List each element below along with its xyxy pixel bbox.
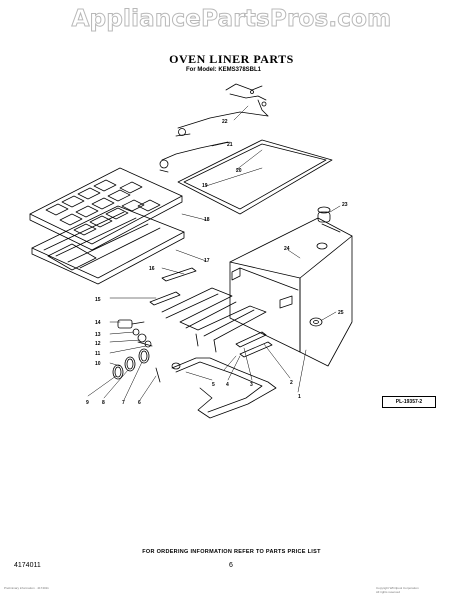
oven-cavity-part bbox=[229, 206, 353, 367]
callout-11: 11 bbox=[95, 351, 101, 357]
callout-2: 2 bbox=[290, 380, 293, 386]
callout-14: 14 bbox=[95, 320, 101, 326]
rack-slide-part bbox=[161, 267, 197, 282]
fine-print-right: Copyright Whirlpool Corporation bbox=[376, 586, 419, 590]
element-bracket-part bbox=[149, 291, 181, 306]
callout-21: 21 bbox=[227, 142, 233, 148]
callout-18: 18 bbox=[204, 217, 210, 223]
broil-shield-part bbox=[177, 139, 333, 215]
model-subtitle: For Model: KEMS378SBL1 bbox=[186, 67, 262, 73]
document-number: 4174011 bbox=[14, 562, 41, 569]
callout-23: 23 bbox=[342, 202, 348, 208]
ordering-info-note: FOR ORDERING INFORMATION REFER TO PARTS … bbox=[142, 549, 321, 555]
terminal-block-part bbox=[231, 267, 293, 358]
callout-7: 7 bbox=[122, 400, 125, 406]
grommet-rings-part bbox=[112, 348, 161, 383]
callout-10: 10 bbox=[95, 361, 101, 367]
upper-oven-rack-part bbox=[29, 167, 183, 251]
oven-sensor-part bbox=[175, 111, 269, 137]
callout-9: 9 bbox=[86, 400, 89, 406]
callout-4: 4 bbox=[226, 382, 229, 388]
bake-element-part bbox=[171, 357, 277, 419]
page-title: OVEN LINER PARTS bbox=[169, 52, 294, 66]
callout-22: 22 bbox=[222, 119, 228, 125]
valve-fitting-part bbox=[117, 319, 153, 348]
fine-print-left: Preliminary information · 4174011 bbox=[4, 586, 49, 590]
connector-clip-part bbox=[159, 141, 229, 173]
callout-6: 6 bbox=[138, 400, 141, 406]
callout-19: 19 bbox=[202, 183, 208, 189]
callout-15: 15 bbox=[95, 297, 101, 303]
callout-25: 25 bbox=[338, 310, 344, 316]
callout-12: 12 bbox=[95, 341, 101, 347]
callout-1: 1 bbox=[298, 394, 301, 400]
callout-17: 17 bbox=[204, 258, 210, 264]
callout-8: 8 bbox=[102, 400, 105, 406]
page-number: 6 bbox=[229, 562, 233, 569]
callout-20: 20 bbox=[236, 168, 242, 174]
wire-harness-part bbox=[225, 83, 269, 117]
lower-oven-rack-part bbox=[31, 205, 185, 285]
callout-5: 5 bbox=[212, 382, 215, 388]
fine-print-right-2: All rights reserved bbox=[376, 590, 401, 594]
heating-element-part bbox=[161, 287, 267, 353]
callout-24: 24 bbox=[284, 246, 290, 252]
callout-16: 16 bbox=[149, 266, 155, 272]
callout-3: 3 bbox=[250, 382, 253, 388]
cavity-grommet-part bbox=[309, 317, 323, 327]
drawing-id-box: PL-19357-2 bbox=[382, 396, 436, 408]
leader-lines bbox=[87, 105, 341, 401]
callout-13: 13 bbox=[95, 332, 101, 338]
watermark-text: AppliancePartsPros.com bbox=[71, 6, 392, 33]
